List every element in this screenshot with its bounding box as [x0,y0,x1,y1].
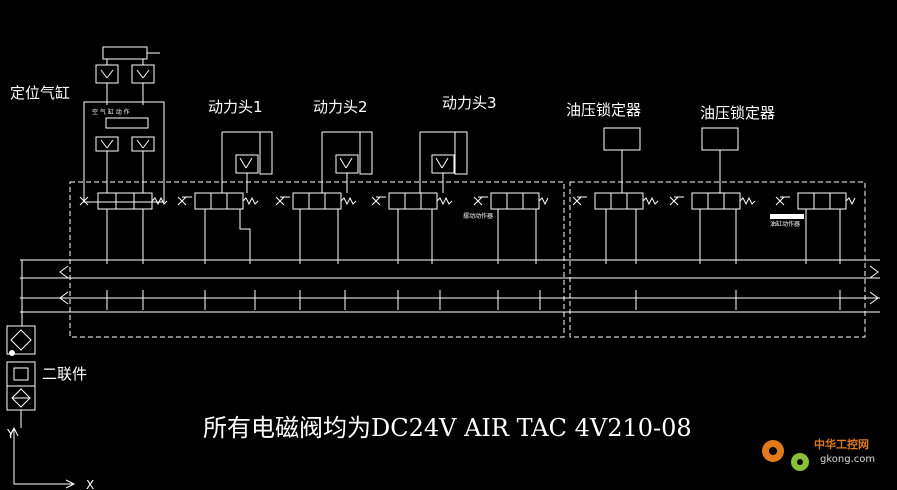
valve-8 [775,192,856,210]
small-tag-2: 油缸动作器 [770,220,800,228]
valve-spec-note: 所有电磁阀均为DC24V AIR TAC 4V210-08 [203,414,692,442]
hydraulic-lock-1-label: 油压锁定器 [566,101,641,119]
power-head-1-label: 动力头1 [208,98,263,116]
axis-y-label: Y [6,427,15,441]
manifold-rails [20,259,880,313]
valve-5 [473,192,549,210]
hydraulic-lock-2-label: 油压锁定器 [700,104,775,122]
valve-7 [669,192,756,210]
watermark-url: gkong.com [820,454,875,465]
hydraulic-lock-2-box [701,127,739,151]
power-head-3-label: 动力头3 [442,94,497,112]
power-head-3-symbol [419,131,468,193]
valve-4 [371,192,453,210]
valve-8-tag-bar [770,214,804,219]
axis-indicator [9,426,76,489]
axis-x-label: X [86,478,94,490]
svg-text:空 气 缸 动 作: 空 气 缸 动 作 [92,108,130,116]
watermark: 中华工控网 gkong.com [762,437,875,471]
valve-2 [177,192,259,210]
positioning-cylinder [102,46,148,60]
hydraulic-lock-1-box [603,127,641,151]
valve-6 [572,192,659,210]
power-head-1-symbol [221,131,273,193]
frl-unit-label: 二联件 [42,365,87,383]
cylinder-label: 定位气缸 [10,84,70,102]
small-tag-1: 摆动动作器 [463,212,493,220]
valve-3 [275,192,357,210]
power-head-2-label: 动力头2 [313,98,368,116]
watermark-title: 中华工控网 [814,437,869,451]
frl-unit-symbol [6,325,36,428]
cylinder-valve-block [83,101,165,203]
power-head-2-symbol [321,131,373,193]
